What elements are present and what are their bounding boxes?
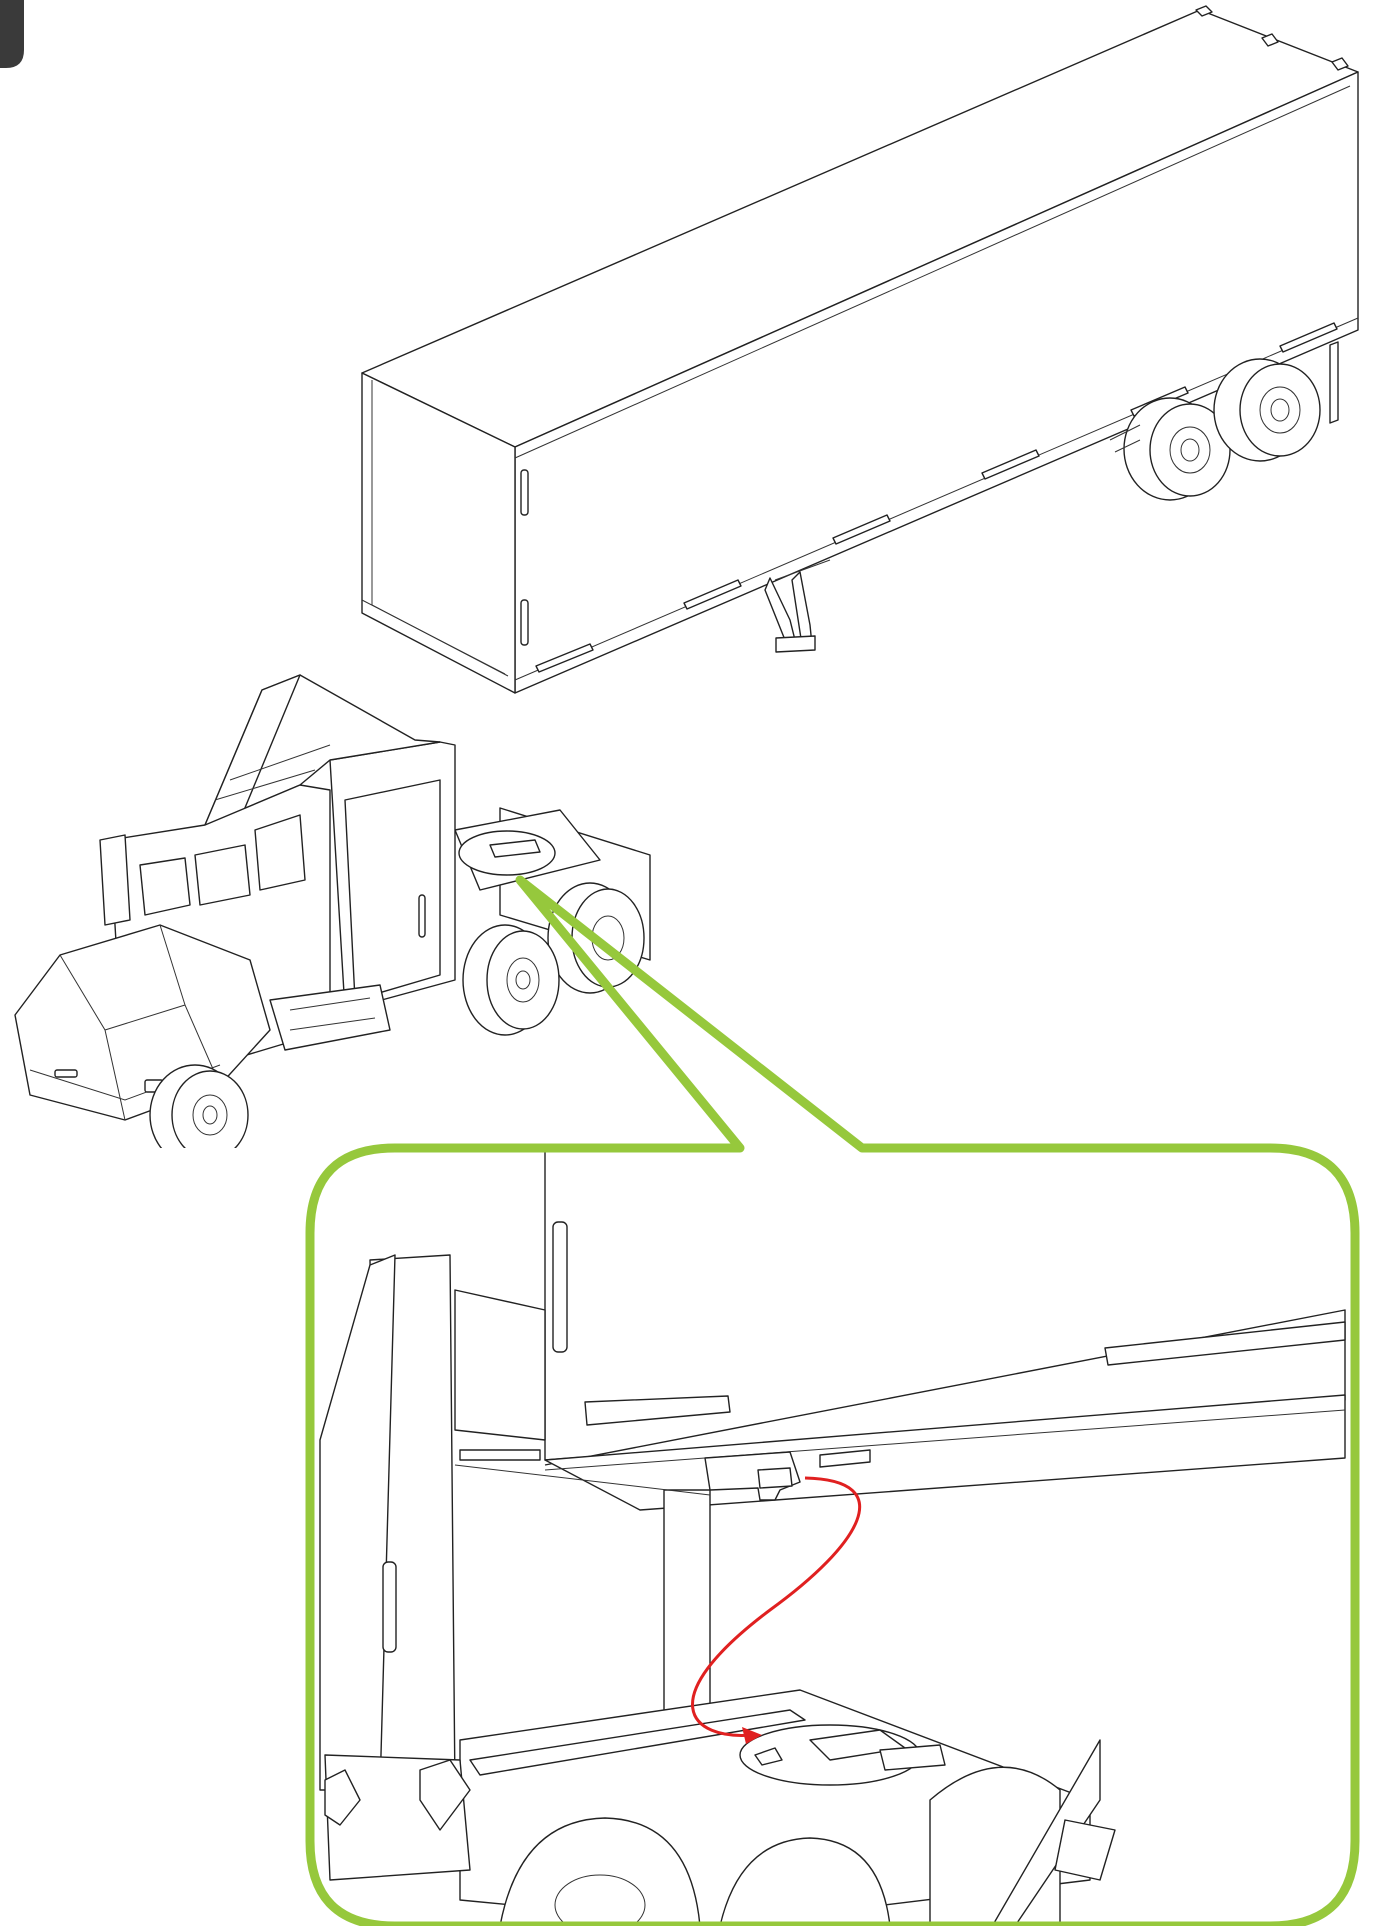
- kingpin-arrow: [691, 1476, 862, 1737]
- trailer: [361, 5, 1359, 694]
- corner-page-tab: [0, 0, 24, 68]
- detail-callout: [0, 875, 1373, 1931]
- trailer-slots: [520, 322, 1338, 673]
- callout-detail-drawing: [319, 1148, 1346, 1931]
- arrow-head: [742, 1727, 762, 1744]
- trailer-landing-gear: [764, 559, 831, 653]
- trailer-wheels: [1109, 358, 1321, 501]
- callout-pointer: [515, 875, 867, 1153]
